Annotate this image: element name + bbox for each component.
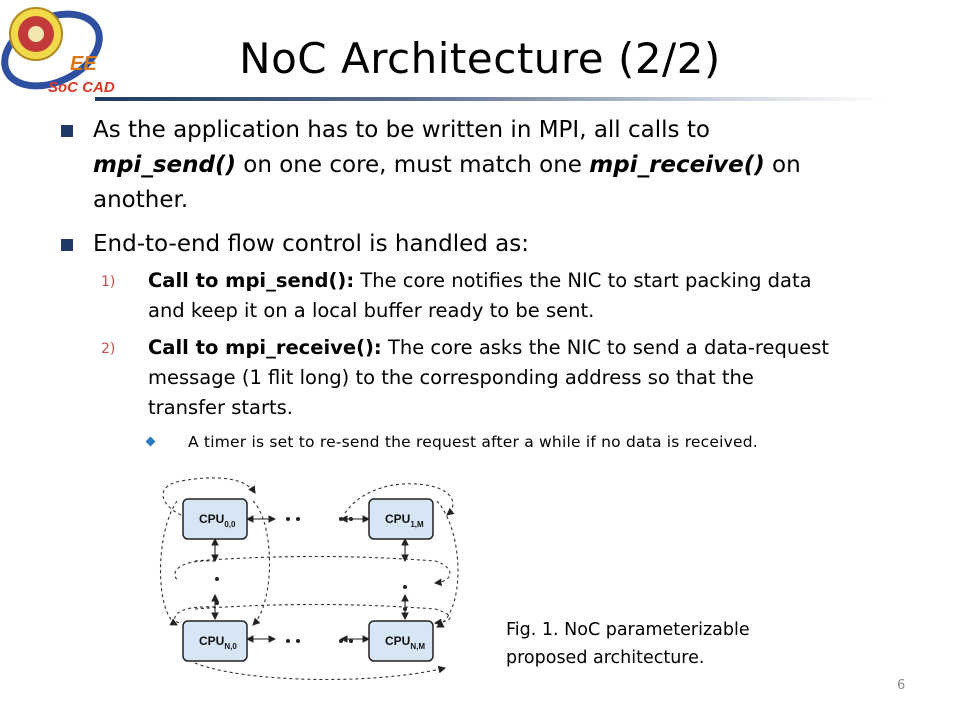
university-logo: EE SoC CAD (1, 7, 115, 96)
bullet1-text-d: another. (93, 187, 189, 213)
page-number: 6 (897, 678, 906, 693)
figure-caption: Fig. 1. NoC parameterizable proposed arc… (506, 616, 806, 672)
sub-item-number: 1) (101, 274, 116, 290)
caption-line1: Fig. 1. NoC parameterizable (506, 620, 750, 640)
slide-title: NoC Architecture (2/2) (239, 34, 721, 83)
svg-text:CPU0,0: CPU0,0 (199, 512, 236, 529)
sub2-line3: transfer starts. (148, 396, 293, 419)
noc-architecture-diagram: CPU0,0 CPU1,M CPUN,0 CPUN,M (159, 477, 459, 681)
diamond-bullet-icon (145, 436, 156, 447)
bullet-mpi-matching: As the application has to be written in … (56, 113, 893, 218)
caption-line2: proposed architecture. (506, 648, 705, 668)
cpu-node-1-m: CPU1,M (368, 498, 434, 540)
bullet1-text-c: on (764, 152, 801, 178)
square-bullet-icon (61, 125, 73, 137)
sub2-label: Call to mpi_receive(): (148, 336, 382, 359)
ellipsis-dots (215, 517, 407, 643)
cpu-node-n-m: CPUN,M (368, 620, 434, 662)
bullet2-text: End-to-end flow control is handled as: (93, 231, 529, 257)
sub-item-mpi-receive: 2) Call to mpi_receive(): The core asks … (101, 333, 881, 423)
sub2-line2: message (1 flit long) to the correspondi… (148, 366, 754, 389)
fn-mpi-receive: mpi_receive() (589, 152, 765, 178)
sub2-line1: The core asks the NIC to send a data-req… (381, 336, 830, 359)
sub1-label: Call to mpi_send(): (148, 269, 355, 292)
svg-text:CPUN,0: CPUN,0 (199, 634, 237, 651)
bullet-flow-control: End-to-end flow control is handled as: (56, 227, 893, 262)
timer-text: A timer is set to re-send the request af… (188, 433, 758, 451)
logo-ee-text: EE (70, 53, 97, 75)
sub1-line1: The core notifies the NIC to start packi… (354, 269, 812, 292)
sub-item-number: 2) (101, 341, 116, 357)
logo-soc-cad-text: SoC CAD (48, 79, 115, 96)
square-bullet-icon (61, 239, 73, 251)
sub1-line2: and keep it on a local buffer ready to b… (148, 299, 595, 322)
title-underline (95, 97, 885, 101)
fn-mpi-send: mpi_send() (93, 152, 236, 178)
svg-text:CPUN,M: CPUN,M (385, 634, 425, 651)
cpu-node-n-0: CPUN,0 (182, 620, 248, 662)
bullet1-text-a: As the application has to be written in … (93, 117, 710, 143)
cpu-node-0-0: CPU0,0 (182, 498, 248, 540)
bullet1-text-b: on one core, must match one (235, 152, 590, 178)
sub-item-mpi-send: 1) Call to mpi_send(): The core notifies… (101, 266, 881, 326)
svg-text:CPU1,M: CPU1,M (385, 512, 424, 529)
sub-item-timer: A timer is set to re-send the request af… (145, 431, 845, 453)
